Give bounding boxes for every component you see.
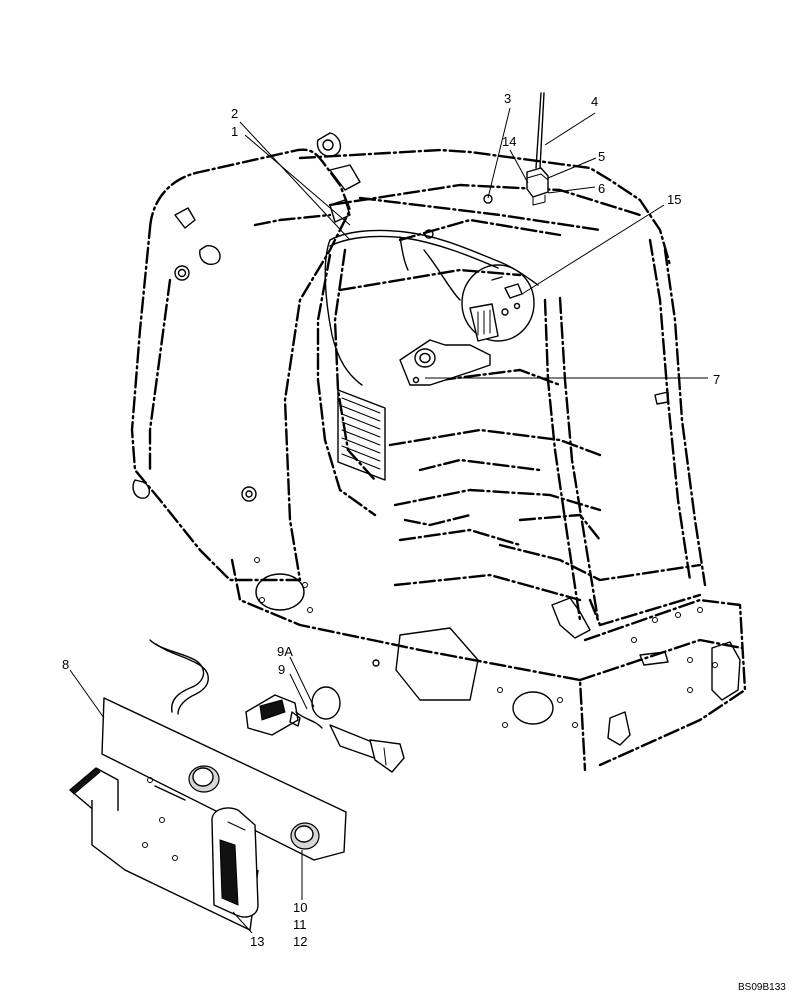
callout-2: 2 — [231, 106, 238, 121]
callout-5: 5 — [598, 149, 605, 164]
callout-10: 10 — [293, 900, 307, 915]
connector-cluster — [245, 686, 405, 773]
light-assembly — [69, 639, 347, 931]
callout-8: 8 — [62, 657, 69, 672]
bolt-10 — [188, 765, 320, 850]
callout-13: 13 — [250, 934, 264, 949]
frame-details — [132, 132, 741, 746]
callout-7: 7 — [713, 372, 720, 387]
callout-11: 11 — [293, 917, 307, 932]
reference-code: BS09B133 — [738, 982, 786, 993]
leader-lines — [69, 107, 708, 934]
chassis-bolts — [254, 557, 718, 728]
callout-6: 6 — [598, 181, 605, 196]
callout-9a: 9A — [277, 644, 293, 659]
callout-9: 9 — [278, 662, 285, 677]
detail-circle — [461, 264, 535, 342]
callout-1: 1 — [231, 124, 238, 139]
callout-15: 15 — [667, 192, 681, 207]
callout-4: 4 — [591, 94, 598, 109]
light-lens-13 — [211, 807, 259, 918]
callout-12: 12 — [293, 934, 307, 949]
loader-frame — [130, 148, 747, 772]
callout-3: 3 — [504, 91, 511, 106]
callout-14: 14 — [502, 134, 516, 149]
mounting-bracket — [399, 339, 491, 386]
antenna-assembly — [526, 92, 549, 206]
side-vent-grille — [337, 389, 386, 481]
callouts: 2 1 3 4 14 5 6 15 7 8 9A 9 10 11 12 13 B… — [62, 91, 786, 993]
